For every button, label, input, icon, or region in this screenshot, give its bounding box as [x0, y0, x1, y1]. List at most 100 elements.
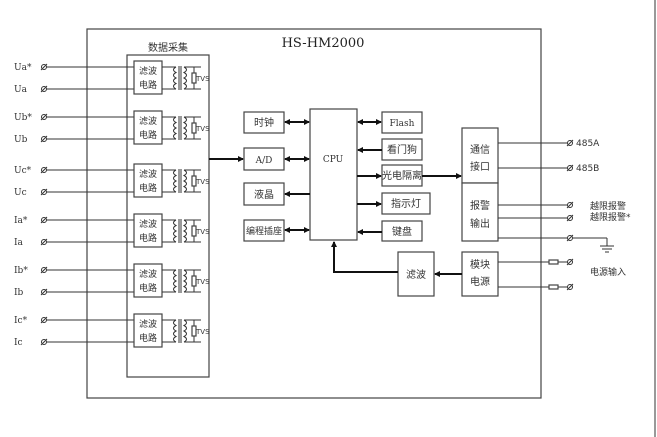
transformer-icon [162, 319, 201, 343]
tvs-label: TVS [195, 328, 210, 336]
comm-label-1: 通信 [470, 144, 490, 156]
terminal-icon[interactable] [567, 284, 573, 290]
alarm-label-2: 输出 [470, 217, 490, 230]
filter-circuit-label-2: 电路 [139, 332, 157, 344]
terminal-icon[interactable] [41, 239, 47, 245]
clock-label: 时钟 [254, 116, 274, 129]
optocoupler-label: 光电隔离 [382, 169, 422, 182]
cpu-label: CPU [323, 155, 344, 165]
device-title: HS-HM2000 [282, 36, 365, 51]
terminal-icon[interactable] [567, 202, 573, 208]
terminal-icon[interactable] [567, 165, 573, 171]
filter-circuit-label-1: 滤波 [139, 218, 157, 230]
filter-circuit-box [133, 263, 163, 298]
terminal-icon[interactable] [567, 215, 573, 221]
filter-cpu-link [331, 241, 398, 273]
rs485a-label: 485A [576, 139, 600, 149]
output-terminals [498, 139, 607, 291]
filter-circuit-label-2: 电路 [139, 129, 157, 141]
flash-block [381, 111, 423, 134]
filter-circuit-label-2: 电路 [139, 182, 157, 194]
filter-circuit-box [133, 163, 163, 198]
tvs-icon [191, 122, 197, 134]
flash-label: Flash [390, 119, 415, 129]
power-label-1: 模块 [470, 259, 490, 271]
ground-icon [600, 238, 614, 253]
power-module-block [461, 251, 499, 297]
adc-label: A/D [255, 156, 273, 166]
tvs-label: TVS [195, 278, 210, 286]
terminal-icon[interactable] [41, 114, 47, 120]
indicator-block [381, 192, 431, 215]
alarm-output-block [461, 182, 499, 242]
input-terminal-label: Ib* [14, 266, 28, 276]
acquisition-label: 数据采集 [148, 41, 188, 54]
input-terminal-label: Uc* [14, 166, 32, 176]
terminal-icon[interactable] [567, 140, 573, 146]
terminal-icon[interactable] [41, 86, 47, 92]
transformer-icon [162, 219, 201, 243]
input-terminal-label: Ua [14, 85, 28, 95]
terminal-icon[interactable] [41, 267, 47, 273]
input-terminal-label: Ic* [14, 316, 28, 326]
terminal-icon[interactable] [41, 339, 47, 345]
terminal-icon[interactable] [41, 289, 47, 295]
input-terminal-label: Ic [14, 338, 23, 348]
fuse-icon [548, 259, 559, 265]
filter-circuit-box [133, 60, 163, 95]
lcd-label: 液晶 [254, 188, 274, 201]
input-terminal-label: Ia* [14, 216, 28, 226]
filter-circuit-label-1: 滤波 [139, 268, 157, 280]
output-terminal [498, 201, 574, 209]
terminal-icon[interactable] [41, 189, 47, 195]
input-terminal-label: Uc [14, 188, 27, 198]
filter-circuit-label-2: 电路 [139, 232, 157, 244]
tvs-icon [191, 225, 197, 237]
cpu-block [309, 108, 358, 241]
terminal-icon[interactable] [567, 235, 573, 241]
filter-circuit-box [133, 313, 163, 348]
filter-block [397, 251, 435, 297]
output-terminal [498, 214, 574, 222]
filter-label: 滤波 [406, 268, 426, 281]
terminal-icon[interactable] [41, 217, 47, 223]
tvs-icon [191, 175, 197, 187]
transformer-icon [162, 66, 201, 90]
terminal-icon[interactable] [41, 167, 47, 173]
power-input-label: 电源输入 [590, 266, 626, 278]
filter-circuit-box [133, 213, 163, 248]
input-terminal-label: Ia [14, 238, 24, 248]
filter-circuit-label-2: 电路 [139, 79, 157, 91]
output-terminal [498, 139, 574, 147]
output-terminal [498, 164, 574, 172]
indicator-label: 指示灯 [391, 197, 421, 210]
terminal-icon[interactable] [41, 317, 47, 323]
filter-circuit-label-1: 滤波 [139, 168, 157, 180]
alarm-label-1: 报警 [470, 199, 490, 212]
tvs-icon [191, 275, 197, 287]
transformer-icon [162, 116, 201, 140]
watchdog-label: 看门狗 [387, 143, 417, 156]
input-terminal-label: Ua* [14, 63, 32, 73]
terminal-icon[interactable] [567, 259, 573, 265]
transformer-icon [162, 169, 201, 193]
input-channels: Ua*Ua滤波电路TVSUb*Ub滤波电路TVSUc*Uc滤波电路TVSIa*I… [14, 60, 210, 348]
tvs-label: TVS [195, 178, 210, 186]
comm-interface-block [461, 127, 499, 184]
output-terminal [498, 283, 574, 291]
keyboard-label: 键盘 [392, 225, 412, 238]
tvs-label: TVS [195, 228, 210, 236]
terminal-icon[interactable] [41, 136, 47, 142]
input-terminal-label: Ub [14, 135, 28, 145]
tvs-label: TVS [195, 75, 210, 83]
tvs-icon [191, 72, 197, 84]
comm-label-2: 接口 [470, 160, 490, 173]
input-terminal-label: Ib [14, 288, 24, 298]
terminal-icon[interactable] [41, 64, 47, 70]
filter-circuit-label-1: 滤波 [139, 115, 157, 127]
